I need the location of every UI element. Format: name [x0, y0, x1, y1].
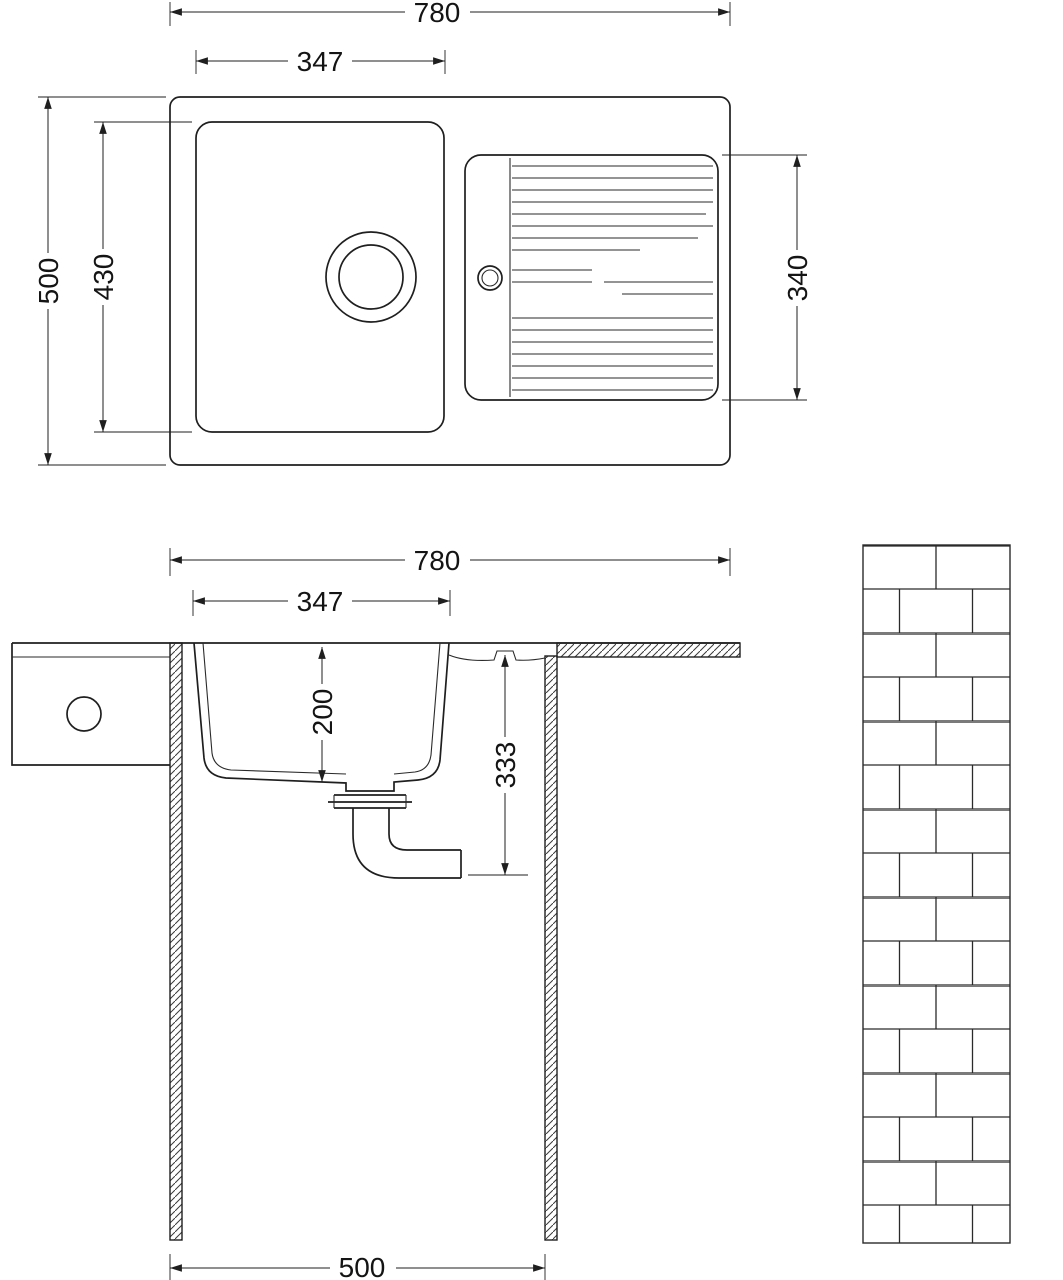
bowl-wall-inner	[202, 642, 441, 775]
drain-outer-circle	[325, 231, 417, 323]
dim-label: 200	[307, 689, 338, 736]
dim-label: 430	[88, 254, 119, 301]
dim-top-overall-depth: 500	[33, 96, 166, 466]
tap-hole-inner	[481, 269, 499, 287]
dim-section-bowl-width: 347	[192, 586, 451, 617]
bowl-wall-outer	[193, 642, 450, 792]
dim-label: 347	[297, 586, 344, 617]
dim-section-cabinet-width: 500	[169, 1252, 546, 1280]
left-cabinet-panel	[11, 643, 170, 766]
section-view: 780 347	[11, 544, 1011, 1280]
dim-top-bowl-width: 347	[195, 46, 446, 77]
dim-top-overall-width: 780	[169, 0, 731, 28]
dim-label: 333	[490, 742, 521, 789]
top-view: 780 347 500 430	[33, 0, 813, 466]
drainboard-profile	[448, 650, 546, 661]
cabinet-wall-right	[544, 655, 558, 1241]
sink-outline	[169, 96, 731, 466]
dim-label: 500	[33, 258, 64, 305]
dim-label: 347	[297, 46, 344, 77]
tap-hole-outer	[477, 265, 503, 291]
pipe-hole-circle	[66, 696, 102, 732]
drain-trap-assembly	[328, 794, 462, 879]
drainboard-groove-lines	[512, 165, 713, 391]
countertop-slab	[556, 642, 741, 658]
cabinet-wall-left	[169, 642, 183, 1241]
dim-section-drain-depth: 333	[468, 655, 528, 876]
dim-section-bowl-depth: 200	[307, 647, 338, 782]
bowl-outline	[195, 121, 445, 433]
pipe-elbow-outer	[352, 833, 461, 879]
dim-top-bowl-depth: 430	[88, 121, 192, 433]
bowl-section	[193, 642, 546, 792]
dim-label: 340	[782, 255, 813, 302]
drainboard-outline	[464, 154, 719, 401]
dim-section-overall-width: 780	[169, 545, 731, 576]
dim-label: 500	[339, 1252, 386, 1280]
dim-label: 780	[414, 0, 461, 28]
dim-label: 780	[414, 545, 461, 576]
drain-inner-circle	[338, 244, 404, 310]
pipe-elbow-inner	[388, 833, 461, 851]
brick-wall	[862, 544, 1011, 1244]
dim-top-drainer-depth: 340	[722, 154, 813, 401]
